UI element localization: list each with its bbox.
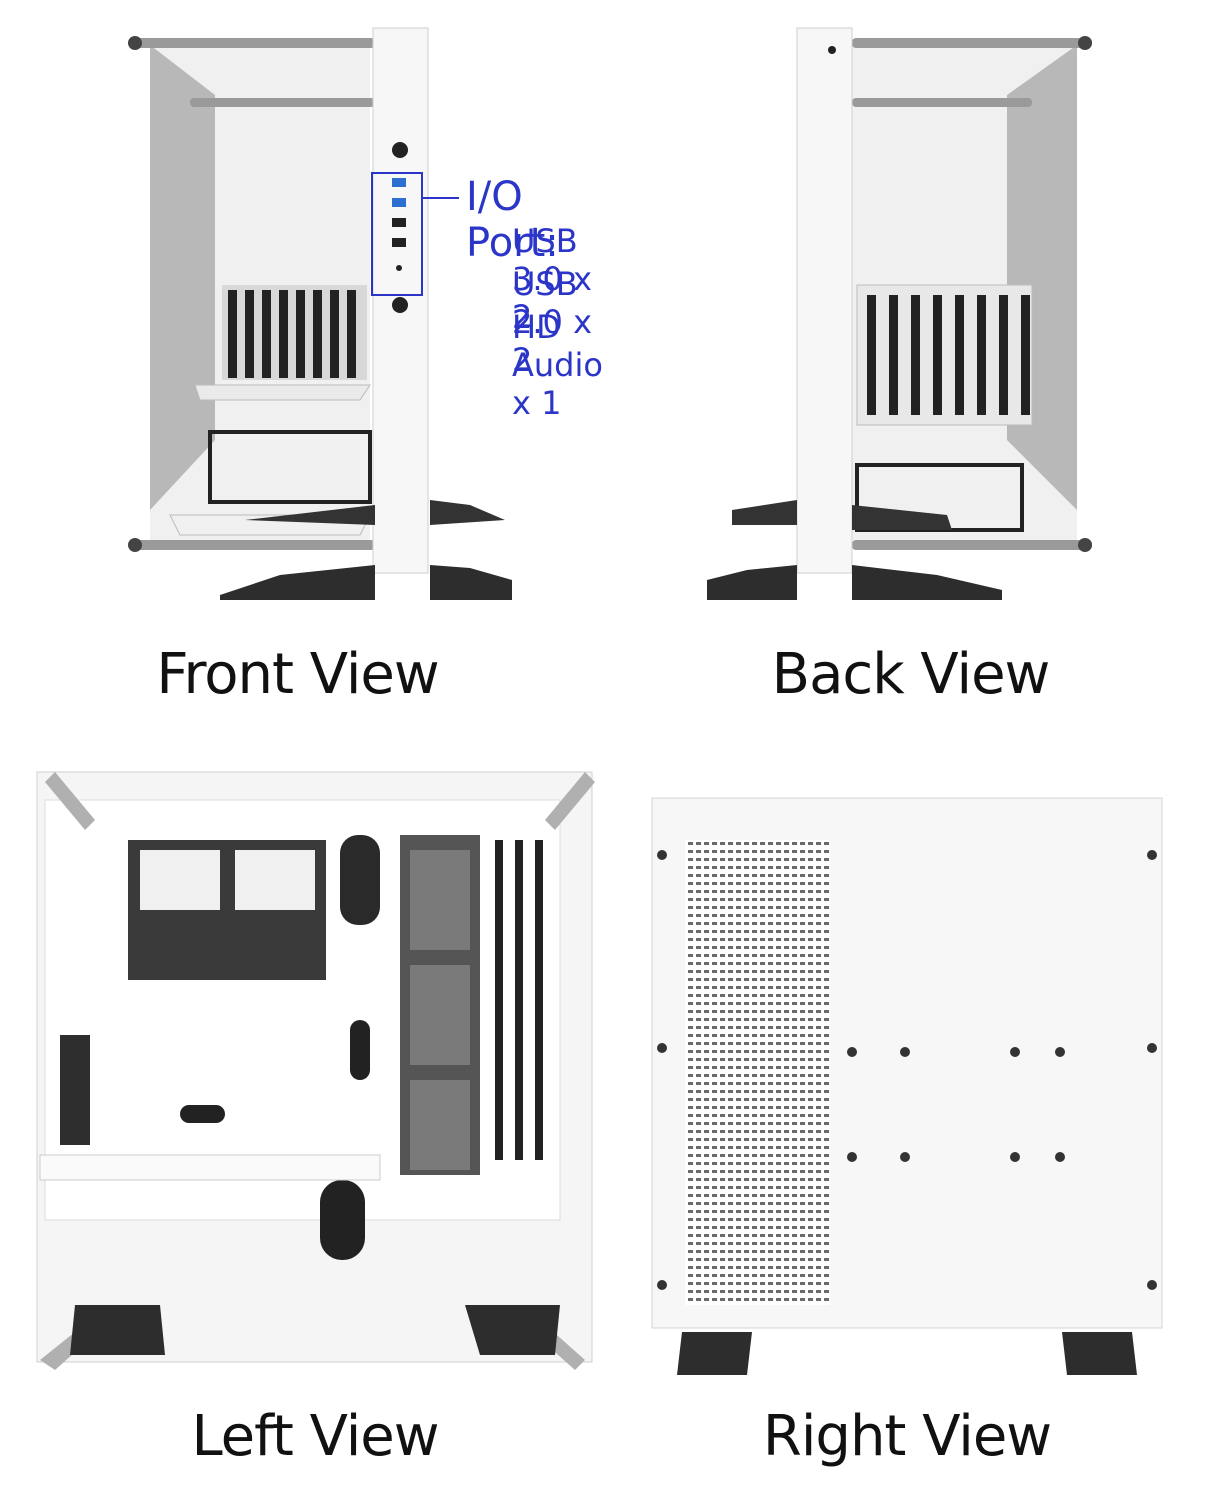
front-view-panel: I/O Port: USB 3.0 x 2 USB 2.0 x 2 HD Aud… <box>0 0 607 740</box>
left-view-panel: Left View <box>0 760 607 1506</box>
right-view-panel: Right View <box>607 760 1214 1506</box>
io-port-usb2: USB 2.0 x 2 <box>512 265 592 379</box>
io-port-highlight <box>371 172 423 296</box>
case-back-image <box>707 27 1092 600</box>
left-view-caption: Left View <box>191 1404 439 1469</box>
io-port-title: I/O Port: <box>466 174 559 266</box>
case-right-image <box>651 797 1163 1375</box>
case-front-image <box>128 27 512 600</box>
back-view-panel: Back View <box>607 0 1214 740</box>
back-view-caption: Back View <box>771 642 1051 707</box>
io-port-connector-line <box>421 197 459 199</box>
front-view-caption: Front View <box>156 642 439 707</box>
io-port-usb3: USB 3.0 x 2 <box>512 222 592 336</box>
case-left-image <box>36 771 595 1370</box>
right-view-caption: Right View <box>762 1404 1052 1469</box>
io-port-hd-audio: HD Audio x 1 <box>512 308 603 422</box>
